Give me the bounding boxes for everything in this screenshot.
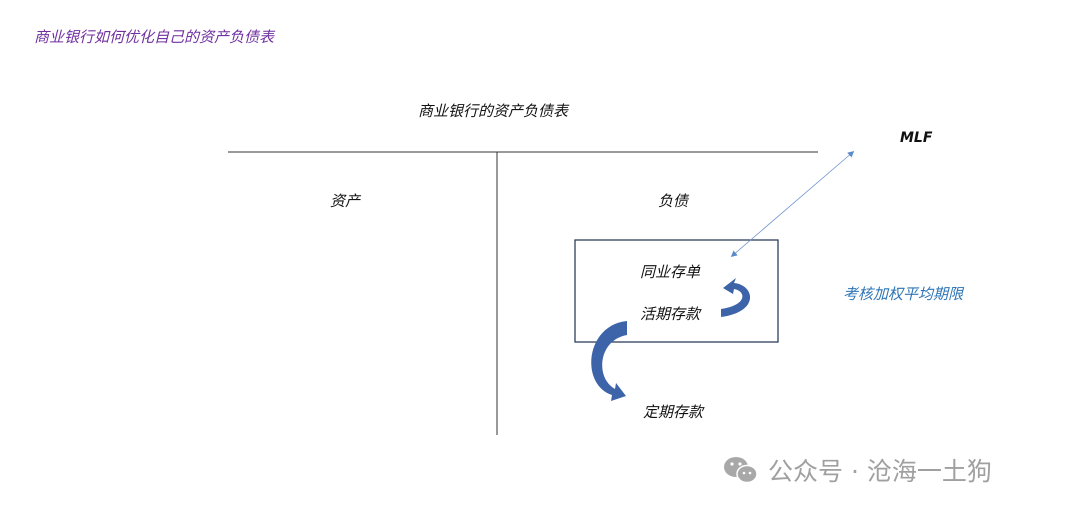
mlf-double-arrow <box>730 150 855 258</box>
wechat-icon <box>724 457 758 484</box>
liabilities-label: 负债 <box>658 192 689 210</box>
term-deposit-label: 定期存款 <box>643 403 704 421</box>
watermark: 公众号 · 沧海一土狗 <box>722 452 992 488</box>
ncd-label: 同业存单 <box>640 263 701 281</box>
large-curved-arrow <box>591 321 627 401</box>
wam-label: 考核加权平均期限 <box>843 285 964 303</box>
liability-box <box>574 239 779 343</box>
watermark-text: 公众号 · 沧海一土狗 <box>768 457 992 486</box>
small-curved-arrow <box>721 278 751 317</box>
assets-label: 资产 <box>330 192 361 210</box>
diagram-title: 商业银行的资产负债表 <box>418 102 569 120</box>
page-title: 商业银行如何优化自己的资产负债表 <box>34 28 275 46</box>
mlf-label: MLF <box>900 130 933 146</box>
demand-deposit-label: 活期存款 <box>640 305 701 323</box>
